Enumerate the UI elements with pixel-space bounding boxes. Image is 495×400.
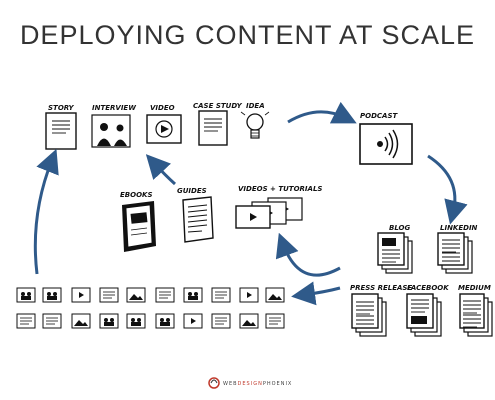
piece-image-icon bbox=[239, 313, 259, 329]
case-study-label: CASE STUDY bbox=[193, 102, 243, 110]
medium-node: MEDIUM bbox=[458, 284, 493, 337]
brand-name: WEBDESIGNPHOENIX bbox=[223, 381, 292, 387]
arrow-bottom-to-story bbox=[33, 148, 59, 275]
blog-node: BLOG bbox=[377, 224, 413, 274]
medium-label: MEDIUM bbox=[458, 284, 491, 292]
blog-stack-icon bbox=[377, 232, 413, 274]
piece-image-icon bbox=[265, 287, 285, 303]
piece-video-icon bbox=[71, 287, 91, 303]
phoenix-logo-icon bbox=[208, 377, 220, 389]
blog-label: BLOG bbox=[389, 224, 410, 232]
interview-people-icon bbox=[91, 114, 131, 148]
arrow-right-to-bottom-grid bbox=[291, 281, 341, 306]
piece-doc-icon bbox=[265, 313, 285, 329]
press-release-stack-icon bbox=[351, 293, 387, 337]
video-node: VIDEO bbox=[146, 104, 182, 144]
press-release-node: PRESS RELEASE bbox=[350, 284, 412, 337]
facebook-label: FACEBOOK bbox=[407, 284, 449, 292]
piece-doc-icon bbox=[155, 287, 175, 303]
brand-highlight: DESIGN bbox=[238, 381, 263, 387]
brand-prefix: WEB bbox=[223, 381, 238, 387]
podcast-speaker-icon bbox=[359, 123, 413, 165]
story-doc-icon bbox=[45, 112, 77, 150]
ebooks-label: EBOOKS bbox=[120, 191, 152, 199]
guides-label: GUIDES bbox=[177, 187, 207, 195]
piece-photo-icon bbox=[126, 313, 146, 329]
piece-image-icon bbox=[71, 313, 91, 329]
linkedin-label: LINKEDIN bbox=[440, 224, 478, 232]
medium-stack-icon bbox=[459, 293, 493, 337]
content-pieces-grid bbox=[16, 287, 285, 329]
case-study-doc-icon bbox=[198, 110, 228, 146]
press-release-label: PRESS RELEASE bbox=[350, 284, 412, 292]
podcast-node: PODCAST bbox=[359, 112, 413, 165]
ebooks-node: EBOOKS bbox=[120, 191, 156, 252]
piece-photo-icon bbox=[155, 313, 175, 329]
piece-photo-icon bbox=[99, 313, 119, 329]
guides-icon bbox=[182, 196, 214, 243]
piece-doc-icon bbox=[42, 313, 62, 329]
videos-tutorials-label: VIDEOS + TUTORIALS bbox=[238, 185, 322, 193]
facebook-stack-icon bbox=[406, 293, 442, 337]
idea-node: IDEA bbox=[240, 102, 270, 139]
facebook-node: FACEBOOK bbox=[406, 284, 449, 337]
interview-label: INTERVIEW bbox=[92, 104, 136, 112]
linkedin-stack-icon bbox=[437, 232, 473, 274]
story-node: STORY bbox=[45, 104, 77, 150]
piece-doc-icon bbox=[211, 287, 231, 303]
video-play-icon bbox=[146, 114, 182, 144]
piece-doc-icon bbox=[99, 287, 119, 303]
piece-doc-icon bbox=[16, 313, 36, 329]
interview-node: INTERVIEW bbox=[91, 104, 136, 148]
brand-suffix: PHOENIX bbox=[263, 381, 293, 387]
piece-photo-icon bbox=[183, 287, 203, 303]
videos-tutorials-node: VIDEOS + TUTORIALS bbox=[235, 185, 322, 229]
case-study-node: CASE STUDY bbox=[193, 102, 243, 146]
brand-logo: WEBDESIGNPHOENIX bbox=[208, 377, 292, 389]
ebook-icon bbox=[122, 201, 156, 252]
arrow-idea-to-podcast bbox=[287, 101, 357, 124]
story-label: STORY bbox=[48, 104, 75, 112]
arrow-podcast-to-right bbox=[427, 154, 468, 225]
arrow-middle-to-top bbox=[145, 154, 176, 186]
piece-photo-icon bbox=[16, 287, 36, 303]
piece-video-icon bbox=[239, 287, 259, 303]
video-label: VIDEO bbox=[150, 104, 175, 112]
podcast-label: PODCAST bbox=[360, 112, 398, 120]
video-stack-icon bbox=[235, 197, 303, 229]
linkedin-node: LINKEDIN bbox=[437, 224, 478, 274]
piece-image-icon bbox=[126, 287, 146, 303]
page-title: DEPLOYING CONTENT AT SCALE bbox=[19, 20, 476, 50]
piece-photo-icon bbox=[42, 287, 62, 303]
piece-video-icon bbox=[183, 313, 203, 329]
lightbulb-icon bbox=[240, 111, 270, 139]
arrow-right-to-middle bbox=[275, 232, 341, 277]
piece-doc-icon bbox=[211, 313, 231, 329]
idea-label: IDEA bbox=[246, 102, 265, 110]
guides-node: GUIDES bbox=[177, 187, 214, 243]
